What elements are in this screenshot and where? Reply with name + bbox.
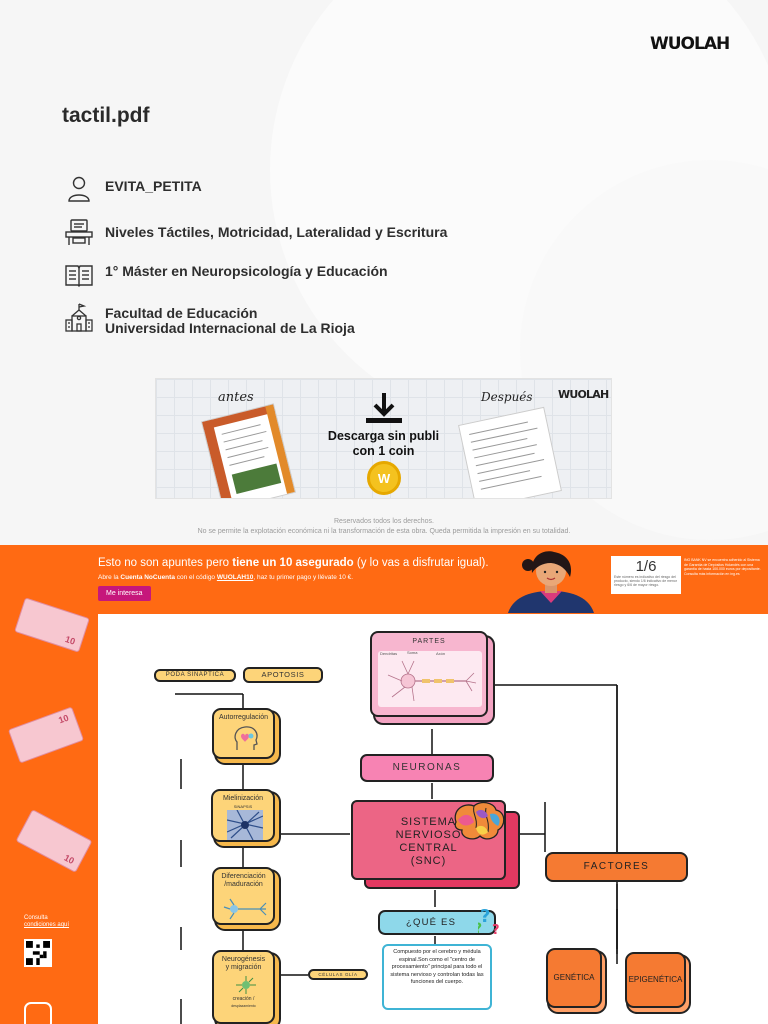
course-row: 1° Máster en Neuropsicología y Educación <box>64 259 388 289</box>
legal-notice-line2: No se permite la explotación económica n… <box>197 528 571 535</box>
me-interesa-button[interactable]: Me interesa <box>98 586 151 601</box>
synapse-image <box>227 810 263 840</box>
banknote-illustration: 10 <box>15 809 93 873</box>
question-marks-icon: ? ? ? <box>478 906 500 936</box>
que-es-node: ¿QUÉ ES <box>378 910 496 935</box>
autorregulacion-card: Autorregulación <box>212 708 275 759</box>
author-row[interactable]: EVITA_PETITA <box>64 174 202 204</box>
book-icon <box>65 265 93 287</box>
faculty-block: Facultad de Educación Universidad Intern… <box>105 306 355 336</box>
soma-label: Soma <box>407 650 418 655</box>
before-document-illustration <box>200 403 297 498</box>
svg-text:?: ? <box>478 921 482 936</box>
advertisement-bar[interactable]: Esto no son apuntes pero tiene un 10 ase… <box>0 545 768 613</box>
cell-icon <box>236 976 256 994</box>
course-name: 1° Máster en Neuropsicología y Educación <box>105 263 388 279</box>
mindmap-panel: PARTES Dendritas Soma Axón NEURONAS SIST… <box>98 614 768 1024</box>
coin-icon: W <box>367 461 401 495</box>
dendritas-label: Dendritas <box>380 651 398 656</box>
neuron-diagram <box>378 651 482 707</box>
partes-card: PARTES Dendritas Soma Axón <box>370 631 488 717</box>
faculty-name: Facultad de Educación <box>105 305 258 321</box>
wuolah-logo[interactable]: WUOLAH <box>650 34 730 54</box>
subject-row: Niveles Táctiles, Motricidad, Lateralida… <box>64 217 447 247</box>
risk-indicator-box: 1/6 Este número es indicativo del riesgo… <box>611 556 681 594</box>
legal-notice-line1: Reservados todos los derechos. <box>334 518 434 525</box>
neuronas-node: NEURONAS <box>360 754 494 782</box>
faculty-row: Facultad de Educación Universidad Intern… <box>64 303 355 336</box>
head-heart-icon <box>234 726 258 750</box>
definition-box: Compuesto por el cerebro y médula espina… <box>382 944 492 1010</box>
person-illustration <box>508 551 594 613</box>
author-name: EVITA_PETITA <box>105 178 202 194</box>
axon-label: Axón <box>436 651 446 656</box>
university-name: Universidad Internacional de La Rioja <box>105 320 355 336</box>
brain-icon <box>454 801 505 840</box>
mielinizacion-card: Mielinización SINAPSIS <box>211 789 275 842</box>
user-icon <box>68 176 90 202</box>
diferenciacion-card: Diferenciación /maduración <box>212 867 275 925</box>
epigenetica-node: EPIGENÉTICA <box>625 952 686 1008</box>
ad-fine-print: ING BANK NV se encuentra adherido al Sis… <box>684 558 761 576</box>
after-document-illustration <box>458 406 562 498</box>
svg-text:?: ? <box>480 906 490 927</box>
cover-section: WUOLAH tactil.pdf EVITA_PETITA Niveles T… <box>62 34 731 535</box>
download-banner[interactable]: antes Descarga sin publi con 1 coin W De… <box>155 378 612 499</box>
before-label: antes <box>218 390 254 405</box>
school-building-icon <box>65 303 93 332</box>
apotosis-node: APOTOSIS <box>243 667 323 683</box>
qr-code[interactable] <box>24 939 52 967</box>
factores-node: FACTORES <box>545 852 688 882</box>
mascot-icon <box>24 1002 52 1024</box>
ad-subtext: Abre la Cuenta NoCuenta con el código WU… <box>98 574 354 581</box>
svg-text:?: ? <box>492 923 500 936</box>
banner-logo: WUOLAH <box>558 388 609 401</box>
subject-name: Niveles Táctiles, Motricidad, Lateralida… <box>105 224 448 240</box>
neurogenesis-card: Neurogénesis y migración creación / desp… <box>212 950 275 1024</box>
after-label: Después <box>481 390 533 404</box>
document-page: Esto no son apuntes pero tiene un 10 ase… <box>0 545 768 1024</box>
poda-sinaptica-node: PODA SINÁPTICA <box>154 669 236 682</box>
partes-title: PARTES <box>412 638 446 645</box>
neuron-icon <box>223 898 267 920</box>
conditions-link[interactable]: Consulta condiciones aquí <box>24 915 70 928</box>
genetica-node: GENÉTICA <box>546 948 602 1008</box>
document-title: tactil.pdf <box>62 104 150 127</box>
banknote-illustration: 10 <box>7 706 85 764</box>
download-arrow-icon <box>366 393 402 423</box>
celulas-glia-node: CÉLULAS GLÍA <box>308 969 368 980</box>
download-cta[interactable]: Descarga sin publi con 1 coin <box>327 429 440 458</box>
desk-icon <box>65 219 93 245</box>
ad-headline: Esto no son apuntes pero tiene un 10 ase… <box>98 557 489 569</box>
